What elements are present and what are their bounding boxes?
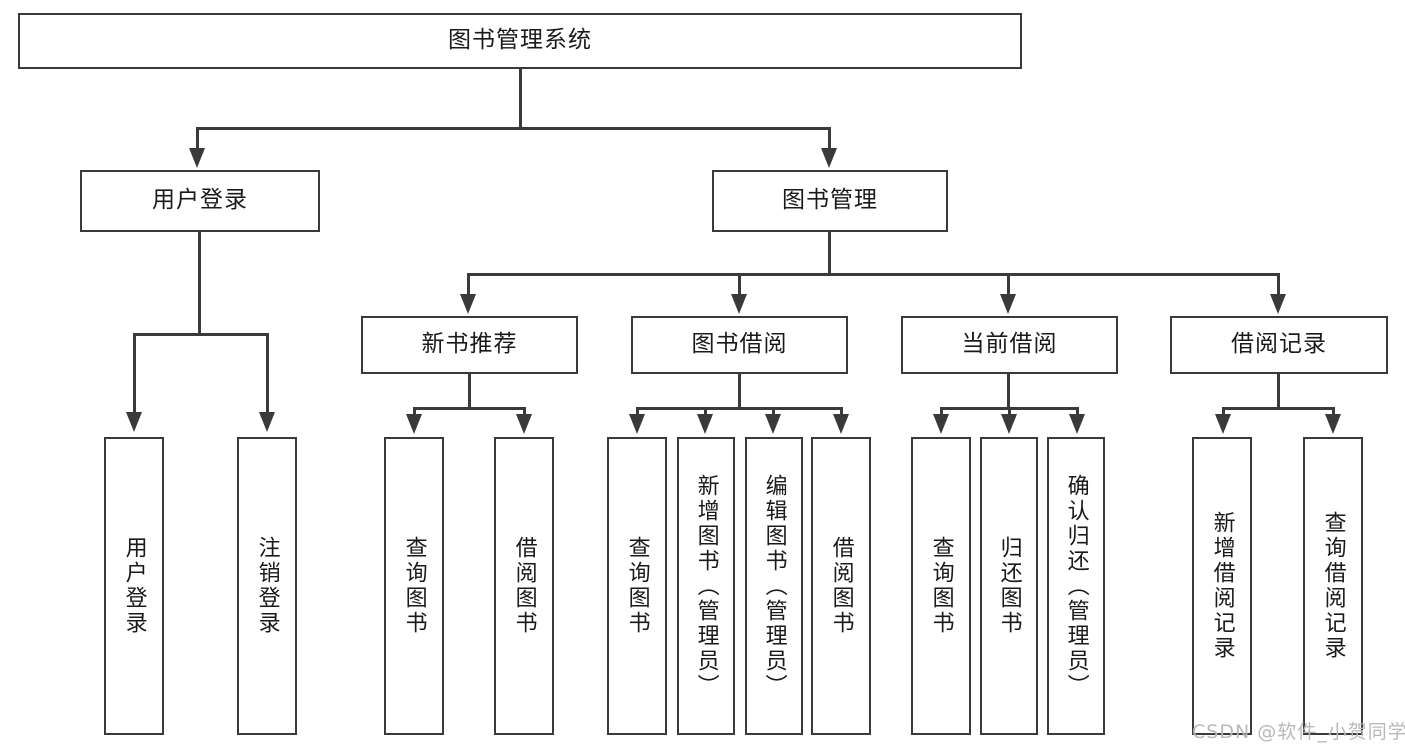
leaf-query-book-recommend[interactable]: 查询图书 <box>384 437 444 735</box>
arrow-cb-to-leaf-1 <box>933 414 949 434</box>
arrow-nb-to-leaf-2 <box>516 414 532 434</box>
edge-br-to-leaf-2 <box>1332 407 1335 417</box>
arrow-bb-to-leaf-1 <box>629 414 645 434</box>
arrow-root-to-book-management <box>821 148 837 168</box>
node-user-login[interactable]: 用户登录 <box>80 170 320 232</box>
edge-user-login-stem <box>198 232 201 333</box>
arrow-bm-to-borrow-record <box>1270 294 1286 314</box>
arrow-bm-to-current-borrow <box>1000 294 1016 314</box>
edge-bb-to-leaf-4 <box>840 407 843 417</box>
arrow-br-to-leaf-1 <box>1215 414 1231 434</box>
edge-cb-to-leaf-1 <box>940 407 943 417</box>
node-book-borrow[interactable]: 图书借阅 <box>631 316 848 374</box>
arrow-nb-to-leaf-1 <box>406 414 422 434</box>
leaf-edit-book-admin[interactable]: 编辑图书（管理员） <box>745 437 803 735</box>
edge-bm-to-new-book <box>467 273 470 297</box>
arrow-user-login-to-leaf-1 <box>126 412 142 432</box>
arrow-cb-to-leaf-2 <box>1001 414 1017 434</box>
leaf-borrow-book-recommend[interactable]: 借阅图书 <box>494 437 554 735</box>
leaf-add-borrow-record[interactable]: 新增借阅记录 <box>1192 437 1252 735</box>
edge-bm-to-current-borrow <box>1007 273 1010 297</box>
arrow-bm-to-book-borrow <box>731 294 747 314</box>
edge-nb-to-leaf-2 <box>523 407 526 417</box>
leaf-query-book-borrow[interactable]: 查询图书 <box>607 437 667 735</box>
edge-nb-to-leaf-1 <box>413 407 416 417</box>
leaf-add-book-admin[interactable]: 新增图书（管理员） <box>677 437 735 735</box>
edge-root-to-user-login <box>196 127 199 151</box>
edge-user-login-bus <box>133 333 268 336</box>
node-borrow-record[interactable]: 借阅记录 <box>1170 316 1388 374</box>
leaf-borrow-book-borrow[interactable]: 借阅图书 <box>811 437 871 735</box>
node-book-management-system[interactable]: 图书管理系统 <box>18 13 1022 69</box>
arrow-root-to-user-login <box>189 148 205 168</box>
edge-new-book-stem <box>468 374 471 407</box>
leaf-return-book[interactable]: 归还图书 <box>980 437 1038 735</box>
edge-user-login-to-leaf-2 <box>266 333 269 415</box>
node-new-book-recommend[interactable]: 新书推荐 <box>361 316 578 374</box>
edge-current-borrow-stem <box>1007 374 1010 407</box>
edge-borrow-record-bus <box>1222 407 1335 410</box>
arrow-br-to-leaf-2 <box>1325 414 1341 434</box>
leaf-user-login[interactable]: 用户登录 <box>104 437 164 735</box>
edge-book-borrow-stem <box>738 374 741 407</box>
edge-br-to-leaf-1 <box>1222 407 1225 417</box>
edge-bm-to-borrow-record <box>1277 273 1280 297</box>
arrow-bb-to-leaf-2 <box>697 414 713 434</box>
edge-borrow-record-stem <box>1277 374 1280 407</box>
edge-bb-to-leaf-2 <box>704 407 707 417</box>
edge-bb-to-leaf-3 <box>772 407 775 417</box>
edge-book-borrow-bus <box>636 407 843 410</box>
edge-bm-to-book-borrow <box>738 273 741 297</box>
edge-cb-to-leaf-2 <box>1008 407 1011 417</box>
leaf-confirm-return-admin[interactable]: 确认归还（管理员） <box>1047 437 1105 735</box>
leaf-query-book-current[interactable]: 查询图书 <box>911 437 971 735</box>
edge-bb-to-leaf-1 <box>636 407 639 417</box>
edge-user-login-to-leaf-1 <box>133 333 136 415</box>
arrow-user-login-to-leaf-2 <box>259 412 275 432</box>
edge-root-to-book-management <box>828 127 831 151</box>
edge-cb-to-leaf-3 <box>1076 407 1079 417</box>
edge-book-management-stem <box>828 232 831 273</box>
arrow-bb-to-leaf-3 <box>765 414 781 434</box>
leaf-logout-login[interactable]: 注销登录 <box>237 437 297 735</box>
edge-new-book-bus <box>413 407 526 410</box>
edge-book-management-bus <box>467 273 1280 276</box>
edge-root-bus <box>196 127 831 130</box>
leaf-query-borrow-record[interactable]: 查询借阅记录 <box>1303 437 1363 735</box>
arrow-cb-to-leaf-3 <box>1069 414 1085 434</box>
edge-root-stem <box>519 69 522 127</box>
arrow-bb-to-leaf-4 <box>833 414 849 434</box>
node-current-borrow[interactable]: 当前借阅 <box>901 316 1118 374</box>
arrow-bm-to-new-book <box>460 294 476 314</box>
node-book-management[interactable]: 图书管理 <box>712 170 948 232</box>
